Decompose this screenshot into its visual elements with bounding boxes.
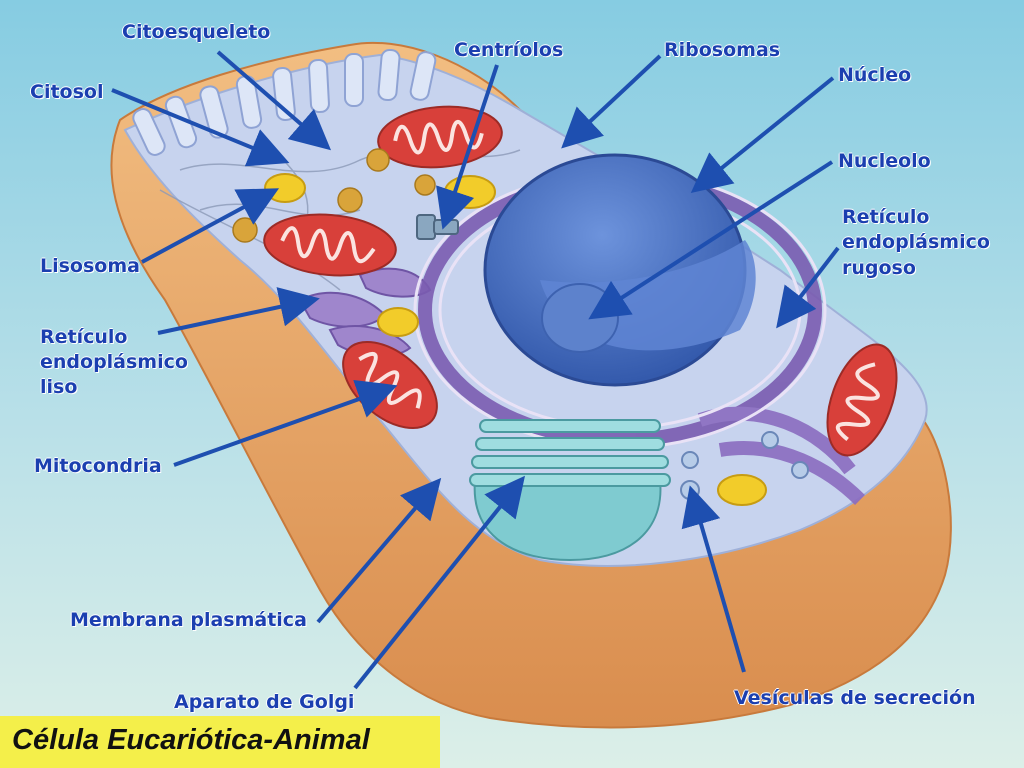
label-rer-line-3: rugoso (842, 257, 916, 279)
golgi-apparatus (469, 419, 671, 562)
nucleolus (541, 283, 619, 353)
arrow-citosol (111, 88, 290, 167)
arrow-golgi (353, 475, 526, 690)
title-banner: Célula Eucariótica-Animal (0, 716, 440, 768)
arrow-centriolos (436, 64, 499, 230)
label-rel-line-2: endoplásmico (40, 351, 188, 373)
arrow-rel (157, 287, 320, 335)
label-ribosomas: Ribosomas (664, 39, 781, 61)
label-membrana: Membrana plasmática (70, 609, 307, 631)
label-citoesqueleto: Citoesqueleto (122, 21, 271, 43)
label-lisosoma: Lisosoma (40, 255, 140, 277)
label-rer-line-1: Retículo (842, 206, 930, 228)
arrow-rer (776, 246, 840, 329)
arrow-nucleolo (588, 160, 834, 320)
arrow-lisosoma (141, 188, 280, 264)
label-rel-line-3: liso (40, 376, 78, 398)
label-mitocondria: Mitocondria (34, 455, 162, 477)
arrow-nucleo (690, 76, 835, 194)
arrow-mitocondria (173, 379, 398, 467)
label-citosol: Citosol (30, 81, 104, 103)
arrow-citoesqueleto (216, 50, 332, 151)
nucleus (483, 153, 756, 387)
label-nucleolo: Nucleolo (838, 150, 931, 172)
label-centriolos: Centríolos (454, 39, 564, 61)
arrow-membrana (316, 477, 442, 624)
label-rel-line-1: Retículo (40, 326, 128, 348)
label-vesiculas: Vesículas de secreción (734, 687, 976, 709)
label-rer-line-2: endoplásmico (842, 231, 990, 253)
label-golgi: Aparato de Golgi (174, 691, 355, 713)
arrow-ribosomas (561, 54, 662, 149)
microvilli (132, 48, 437, 156)
arrow-vesiculas (681, 485, 746, 673)
diagram-title: Célula Eucariótica-Animal (12, 724, 370, 756)
label-arrows (111, 50, 840, 690)
label-nucleo: Núcleo (838, 64, 912, 86)
